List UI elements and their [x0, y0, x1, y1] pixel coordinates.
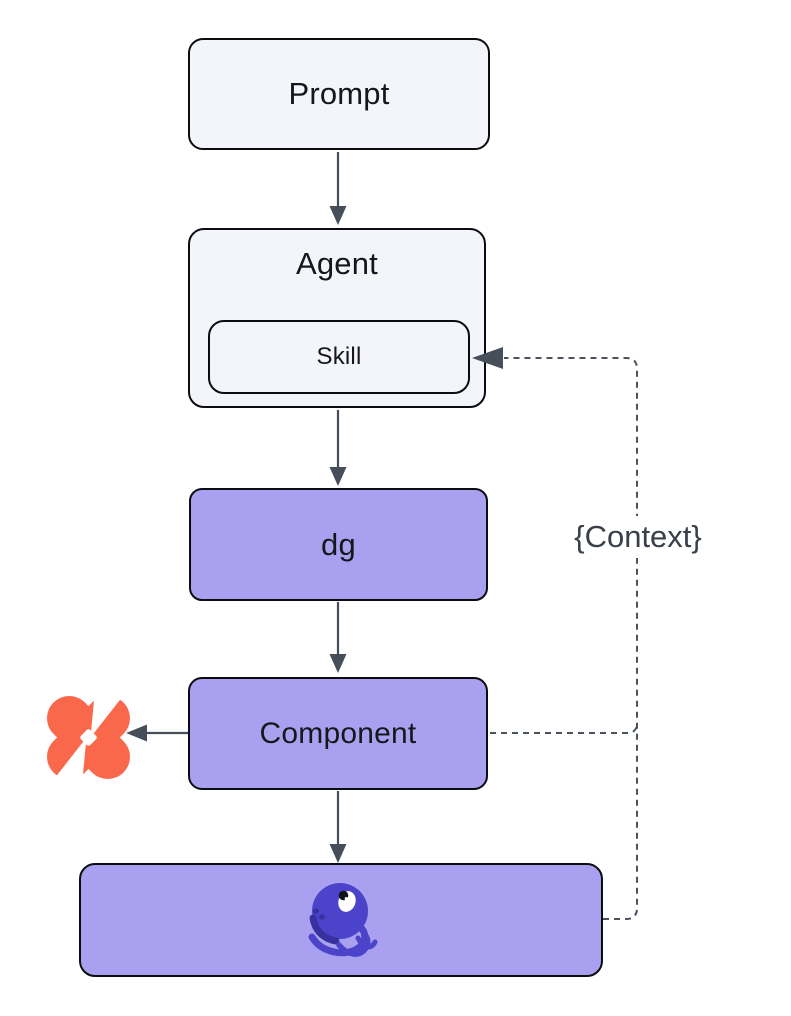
- dashed-context-component-branch: [490, 722, 638, 734]
- node-runtime: [79, 863, 603, 977]
- octopus-icon: [308, 883, 378, 957]
- node-skill: Skill: [208, 320, 470, 394]
- arrow-agent-to-dg: [329, 410, 347, 486]
- node-agent: Agent Skill: [188, 228, 486, 408]
- node-dg-label: dg: [321, 526, 356, 562]
- node-component-label: Component: [259, 716, 417, 750]
- node-prompt-label: Prompt: [288, 76, 390, 111]
- dashed-context-runtime-to-skill: [504, 357, 638, 920]
- node-prompt: Prompt: [188, 38, 490, 150]
- context-label: {Context}: [566, 516, 710, 558]
- arrow-component-to-runtime: [329, 791, 347, 863]
- arrow-dg-to-component: [329, 602, 347, 673]
- pinwheel-x-icon: [46, 687, 131, 788]
- node-dg: dg: [189, 488, 488, 601]
- node-skill-label: Skill: [316, 343, 362, 370]
- node-agent-label: Agent: [295, 246, 378, 281]
- node-component: Component: [188, 677, 488, 790]
- arrow-prompt-to-agent: [329, 152, 347, 225]
